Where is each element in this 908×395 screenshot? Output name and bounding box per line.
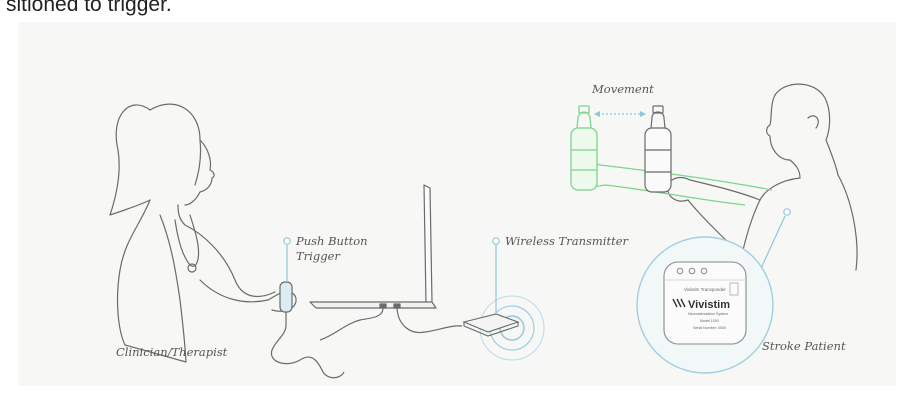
label-push-button-line1: Push Button bbox=[295, 234, 368, 248]
device-brand: Vivistim bbox=[688, 299, 730, 311]
vivistim-logo-icon bbox=[673, 299, 685, 307]
label-movement: Movement bbox=[591, 82, 654, 96]
label-wireless-transmitter: Wireless Transmitter bbox=[505, 234, 630, 248]
device-serial: Serial Number: 0000 bbox=[693, 326, 726, 330]
device-model: Model 1000 bbox=[700, 319, 719, 323]
label-stroke-patient: Stroke Patient bbox=[762, 339, 846, 353]
label-push-button-line2: Trigger bbox=[296, 249, 341, 263]
device-small-text: Vivistim Transponder bbox=[684, 287, 726, 292]
device-subtitle: Neurostimulation System bbox=[688, 312, 728, 316]
label-clinician: Clinician/Therapist bbox=[116, 345, 228, 359]
